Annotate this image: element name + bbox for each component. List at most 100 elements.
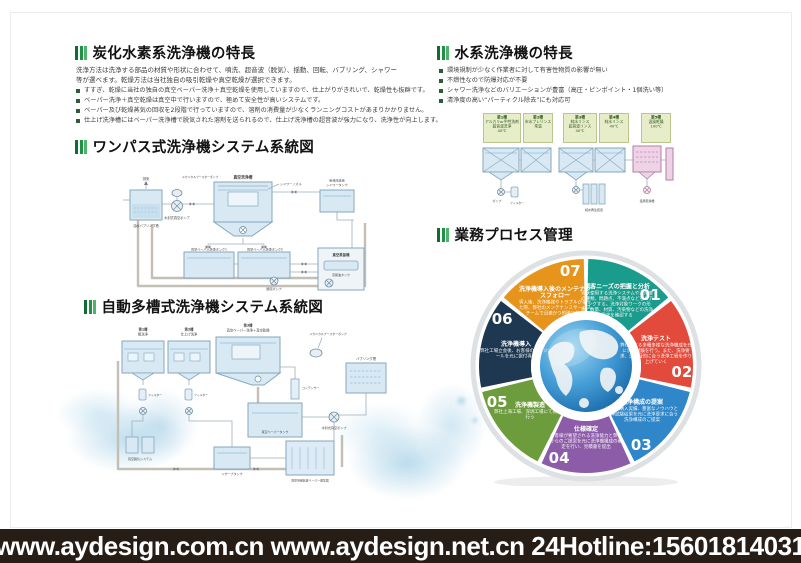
bullet-square-icon (76, 99, 80, 103)
label-t3-name: 真空ベーパー洗浄＋真空乾燥 (227, 328, 271, 333)
label-vac-pump: 水封式真空ポンプ (322, 425, 348, 430)
process-step-number: 07 (559, 262, 581, 281)
green-bars-icon (437, 45, 451, 60)
label-t1-name: 粗洗浄 (138, 332, 149, 337)
bullet-item: シャワー洗浄などのバリエーションが豊富（高圧・ピンポイント・1個洗い等） (439, 86, 667, 96)
process-step-text: 顧客ニーズの把握と分析現状使用する洗浄システムや洗浄液の種類、問題点、不満点など… (581, 283, 654, 319)
bullet-square-icon (439, 69, 443, 73)
label-vacuum-pump: 水封式真空ポンプ (164, 215, 190, 220)
label-wash-tank: 真空洗浄槽 (233, 175, 253, 180)
section-title: 水系洗浄機の特長 (454, 46, 573, 62)
process-step-number: 04 (548, 449, 570, 468)
footer-bar: www.aydesign.com.cn www.aydesign.net.cn … (0, 529, 801, 563)
label-pump: ポンプ (493, 198, 502, 203)
bullet-square-icon (439, 79, 443, 83)
process-step-text: 洗浄機導入弊社工場立会後、お客様のスケジュールを元に据付導入 (479, 340, 552, 359)
process-step-number: 03 (630, 435, 652, 454)
green-bars-icon (75, 139, 89, 154)
label-reserve: リザーブタンク (221, 471, 242, 476)
section-header-process: 業務プロセス管理 (437, 224, 573, 245)
green-bars-icon (84, 299, 98, 314)
process-step-number: 02 (671, 362, 693, 381)
bullet-item: すすぎ、乾燥に当社の独自の真空ベーパー洗浄＋真空乾燥を使用していますので、仕上が… (76, 86, 442, 96)
section-header-multitank: 自動多槽式洗浄機システム系統図 (84, 296, 323, 317)
label-booster: メカニカルブースターポンプ (309, 331, 346, 336)
label-condenser: コンデンサー (302, 385, 319, 390)
process-step-text: 洗浄テスト弊社による多種多様な洗浄機成を元に洗浄試験を行う。また、洗浄要求、洗浄… (620, 334, 693, 365)
bullet-square-icon (439, 99, 443, 103)
globe-image (540, 320, 632, 412)
green-bars-icon (75, 45, 89, 60)
label-t2-name: 仕上げ洗浄 (181, 332, 198, 337)
label-shower-tank-2: シャワータンク (326, 182, 348, 187)
process-step-text: 洗浄構成の提案過去の納入実績、豊富なノウハウと洗浄試験結果を元に洗浄要求に合う洗… (606, 398, 679, 423)
process-segment-03 (609, 378, 690, 462)
section-title: 業務プロセス管理 (454, 228, 573, 244)
label-booster-note: メカニカルブースターポンプ (182, 175, 218, 179)
label-vapor-tank1: 真空ベーパー洗浄タンク1 (191, 247, 227, 252)
hydrocarbon-bullet-list: すすぎ、乾燥に当社の独自の真空ベーパー洗浄＋真空乾燥を使用していますので、仕上が… (76, 86, 442, 126)
process-step-text: 洗浄機製造弊社上海工場、深圳工場にて製造を行う (493, 401, 566, 420)
bullet-item: ベーパー洗浄＋真空乾燥は真空中で行いますので、極めて安全性が高いシステムです。 (76, 96, 442, 106)
label-shower-tank-1: 新液圧送液 (329, 178, 344, 183)
process-step-number: 05 (486, 393, 508, 412)
onepass-system-diagram: 排気 油水バブリング槽 水封式真空ポンプ メカニカルブースターポンプ 真空洗浄槽… (123, 175, 367, 291)
label-t1-no: 第1槽 (139, 327, 149, 332)
tank-spec-box: 第2槽市水プレリンス常温 (523, 113, 553, 143)
label-vapor-tank: 真空ベーパータンク (262, 429, 289, 434)
label-dryer: 温風乾燥機 (639, 198, 654, 203)
process-segment-06 (479, 301, 543, 388)
green-bars-icon (437, 227, 451, 242)
process-step-text: 仕様確定お客様が要望される洗浄能力と弊社からのご提案を元に洗浄機構成の確定を行い… (549, 425, 622, 450)
label-left-tank: 油水バブリング槽 (133, 223, 159, 228)
label-oil-tank: 蒸留油タンク (332, 272, 350, 277)
label-still: 真空蒸留機 (333, 252, 351, 257)
bullet-item: ベーパー及び乾燥蒸気の回収を2段階で行っていますので、溶剤の消費量が少なくランニ… (76, 106, 442, 116)
section-title: ワンパス式洗浄機システム系統図 (92, 140, 315, 156)
process-step-number: 06 (491, 310, 513, 329)
label-circ-pump: 循環ポンプ (266, 286, 282, 291)
label-filter: フィルター (510, 201, 524, 205)
label-t2-no: 第2槽 (185, 327, 195, 332)
section-header-onepass: ワンパス式洗浄機システム系統図 (75, 136, 314, 157)
process-segment-05 (482, 378, 563, 462)
label-filter2: フィルター (194, 393, 208, 397)
process-ring (479, 259, 693, 473)
process-segment-07 (503, 259, 586, 332)
label-t3-no: 第3槽 (244, 323, 254, 328)
bullet-item: 環境規制が少なく作業者に対して有害性物質の影響が無い (439, 66, 667, 76)
water-bullet-list: 環境規制が少なく作業者に対して有害性物質の影響が無い不燃性なので防爆対応が不要シ… (439, 66, 667, 106)
footer-urls-and-hotline: www.aydesign.com.cn www.aydesign.net.cn … (0, 530, 801, 561)
process-segment-01 (586, 259, 669, 332)
label-bubbling: バブリング槽 (356, 356, 376, 361)
hydrocarbon-intro-text: 洗浄方法は洗浄する部品の材質や形状に合わせて、噴洗、超音波（脱気）、揺動、回転、… (76, 66, 397, 84)
bullet-square-icon (439, 89, 443, 93)
bullet-square-icon (76, 109, 80, 113)
process-step-number: 01 (639, 285, 661, 304)
section-title: 自動多槽式洗浄機システム系統図 (101, 300, 324, 316)
bullet-square-icon (76, 89, 80, 93)
bullet-item: 清浄度の高い“パーティクル除去”にも対応可 (439, 96, 667, 106)
bullet-item: 不燃性なので防爆対応が不要 (439, 76, 667, 86)
water-line-diagram: ポンプ フィルター 純水再生装置 温風乾燥機 (482, 145, 674, 212)
section-header-water: 水系洗浄機の特長 (437, 42, 573, 63)
label-di-unit: 純水再生装置 (585, 207, 603, 212)
section-title: 炭化水素系洗浄機の特長 (92, 46, 256, 62)
label-degas: 真空脱気システム (128, 456, 152, 461)
bullet-square-icon (76, 119, 80, 123)
label-exhaust: 排気 (143, 176, 150, 181)
section-header-hydrocarbon: 炭化水素系洗浄機の特長 (75, 42, 255, 63)
process-circle-svg (470, 250, 702, 486)
label-generator: 真空蒸留装置ベーパー発生器 (291, 478, 329, 483)
process-step-text: 洗浄機導入後のメンテナンスフォロー導入後、洗浄機器やトラブルがあった際、弊社のメ… (518, 285, 591, 316)
label-vapor-tank2: 真空ベーパー洗浄タンク2 (247, 247, 283, 252)
process-segment-02 (629, 301, 693, 388)
